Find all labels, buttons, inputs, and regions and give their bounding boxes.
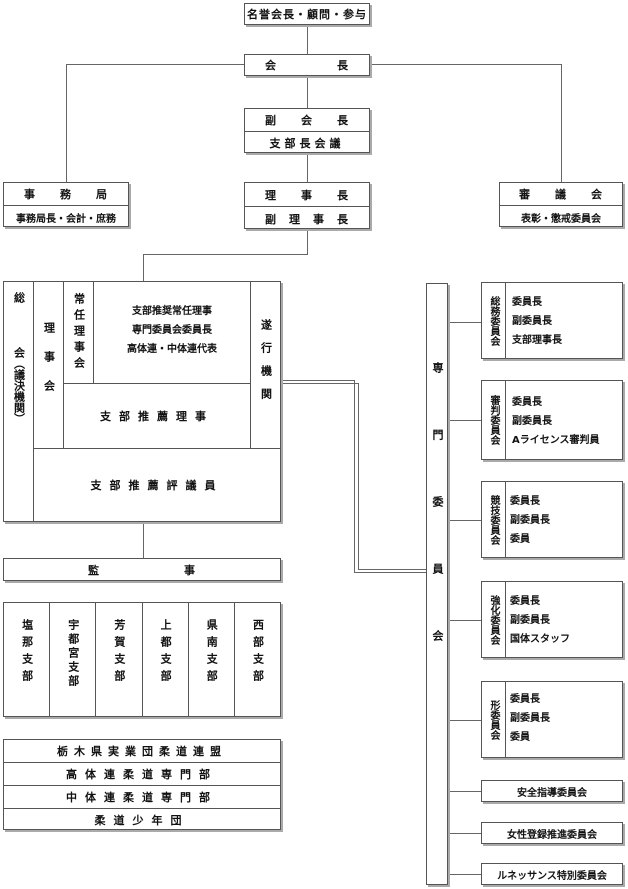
connector [447, 520, 481, 521]
connector [354, 380, 355, 572]
standing-member-item: 専門委員会委員長 [132, 325, 212, 336]
connector [358, 383, 359, 569]
connector [280, 383, 358, 384]
branch-councilors-label: 支部推薦評議員 [90, 479, 224, 492]
connector [370, 64, 561, 65]
commendation-committee-label: 表彰・懲戒委員会 [521, 213, 601, 225]
branch-chief-meeting-label: 支部長会議 [269, 137, 345, 150]
honorary-box: 名誉会長・顧問・参与 [244, 3, 370, 25]
connector [447, 322, 481, 323]
committee-box: 強化委員会 委員長副委員長国体スタッフ [481, 581, 623, 658]
committee-name: 審判委員会 [488, 395, 499, 445]
auditor-box: 監 事 [3, 558, 281, 581]
connector [143, 254, 308, 255]
branch-cell: 県南支部 [189, 603, 235, 716]
connector [143, 254, 144, 281]
connector [307, 76, 308, 108]
committee-box: 形委員会 委員長副委員長委員 [481, 681, 623, 758]
standing-member-item: 支部推奨常任理事 [132, 306, 212, 317]
connector [447, 620, 481, 621]
connector [447, 420, 481, 421]
renaissance-committee-box: ルネッサンス特別委員会 [481, 863, 623, 885]
connector [447, 874, 481, 875]
standing-member-item: 高体連・中体連代表 [127, 344, 217, 355]
committee-name: 総務委員会 [488, 295, 499, 346]
connector [447, 720, 481, 721]
specialist-committee-column: 専門委員会 [426, 283, 448, 885]
affiliate-row: 中体連柔道専門部 [4, 786, 280, 809]
secretariat-staff-label: 事務局長・会計・庶務 [16, 213, 116, 225]
council-label: 審 議 会 [500, 183, 622, 206]
secretariat-box: 事 務 局 事務局長・会計・庶務 [3, 182, 129, 227]
committee-name: 競技委員会 [488, 494, 499, 545]
board-label: 理事会 [42, 321, 56, 409]
director-label: 理 事 長 [245, 183, 369, 207]
connector [307, 152, 308, 184]
branch-cell: 西部支部 [251, 619, 265, 687]
general-assembly-box: 総 会（議決機関） 理事会 常任理事会 支部推奨常任理事 専門委員会委員長 高体… [3, 281, 281, 522]
director-box: 理 事 長 副 理 事 長 [244, 182, 370, 229]
connector [280, 380, 354, 381]
connector [66, 64, 244, 65]
connector [66, 64, 67, 182]
affiliate-row: 高体連柔道専門部 [4, 763, 280, 786]
vice-president-label: 副 会 長 [245, 109, 369, 132]
vice-director-label: 副 理 事 長 [265, 212, 349, 226]
committee-box: 競技委員会 委員長副委員長委員 [481, 481, 623, 558]
affiliate-row: 柔道少年団 [94, 814, 190, 827]
affiliates-box: 栃木県実業団柔道連盟 高体連柔道専門部 中体連柔道専門部 柔道少年団 [3, 739, 281, 830]
execution-body-label: 遂行機関 [259, 319, 273, 411]
committee-name: 形委員会 [488, 699, 499, 740]
branch-cell: 宇都宮支部 [50, 603, 97, 716]
branch-cell: 塩那支部 [4, 603, 51, 716]
connector [447, 791, 481, 792]
vice-president-box: 副 会 長 支部長会議 [244, 108, 370, 153]
connector [307, 24, 308, 54]
president-box: 会 長 [244, 54, 370, 76]
branches-box: 塩那支部 宇都宮支部 芳賀支部 上都支部 県南支部 西部支部 [3, 602, 281, 717]
connector [447, 833, 481, 834]
committee-box: 総務委員会 委員長副委員長支部理事長 [481, 282, 623, 359]
safety-committee-box: 安全指導委員会 [481, 780, 623, 802]
affiliate-row: 栃木県実業団柔道連盟 [4, 740, 280, 763]
connector [358, 569, 427, 570]
branch-cell: 芳賀支部 [96, 603, 143, 716]
connector [143, 522, 144, 558]
branch-cell: 上都支部 [143, 603, 189, 716]
committee-name: 強化委員会 [488, 594, 499, 645]
council-box: 審 議 会 表彰・懲戒委員会 [499, 182, 623, 227]
connector [307, 228, 308, 254]
connector [354, 572, 427, 573]
branch-directors-label: 支部推薦理事 [100, 410, 214, 423]
standing-board-label: 常任理事会 [72, 292, 86, 373]
general-assembly-label: 総 会（議決機関） [12, 292, 26, 424]
women-committee-box: 女性登録推進委員会 [481, 822, 623, 844]
specialist-committee-label: 専門委員会 [431, 362, 444, 697]
connector [561, 64, 562, 182]
secretariat-label: 事 務 局 [4, 183, 128, 206]
